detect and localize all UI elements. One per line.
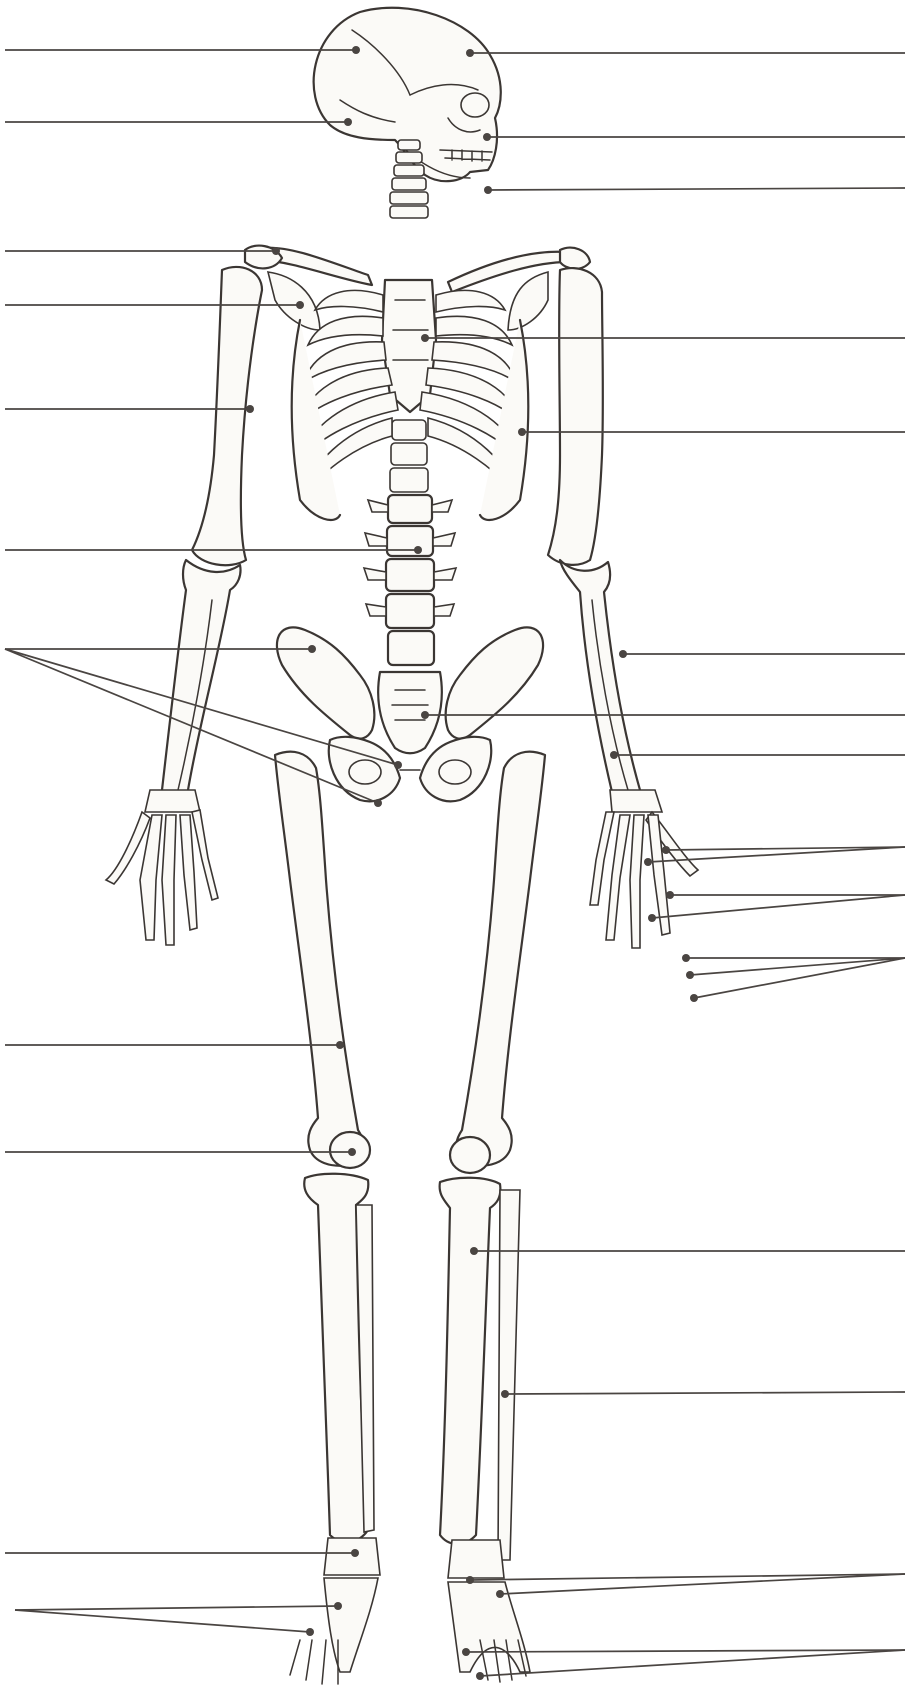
leader-line-left-8 bbox=[5, 1041, 344, 1049]
leader-line-left-11 bbox=[15, 1602, 342, 1636]
left-leg bbox=[275, 752, 380, 1684]
leader-line-right-8 bbox=[610, 751, 905, 759]
leader-line-right-11 bbox=[682, 954, 905, 1002]
leader-line-left-3 bbox=[5, 247, 280, 255]
leader-line-right-14 bbox=[466, 1574, 905, 1598]
leader-line-right-3 bbox=[484, 186, 905, 194]
leader-line-right-13 bbox=[501, 1390, 905, 1398]
left-arm bbox=[106, 267, 262, 945]
leader-line-left-1 bbox=[5, 46, 360, 54]
leader-line-right-12 bbox=[470, 1247, 905, 1255]
right-leg bbox=[440, 752, 545, 1682]
leader-line-right-2 bbox=[483, 133, 905, 141]
leader-line-left-2 bbox=[5, 118, 352, 126]
leader-line-right-1 bbox=[466, 49, 905, 57]
leader-line-left-9 bbox=[5, 1148, 356, 1156]
leader-line-right-10 bbox=[648, 891, 905, 922]
right-arm bbox=[548, 268, 698, 948]
leader-line-right-6 bbox=[619, 650, 905, 658]
leader-line-left-10 bbox=[5, 1549, 359, 1557]
